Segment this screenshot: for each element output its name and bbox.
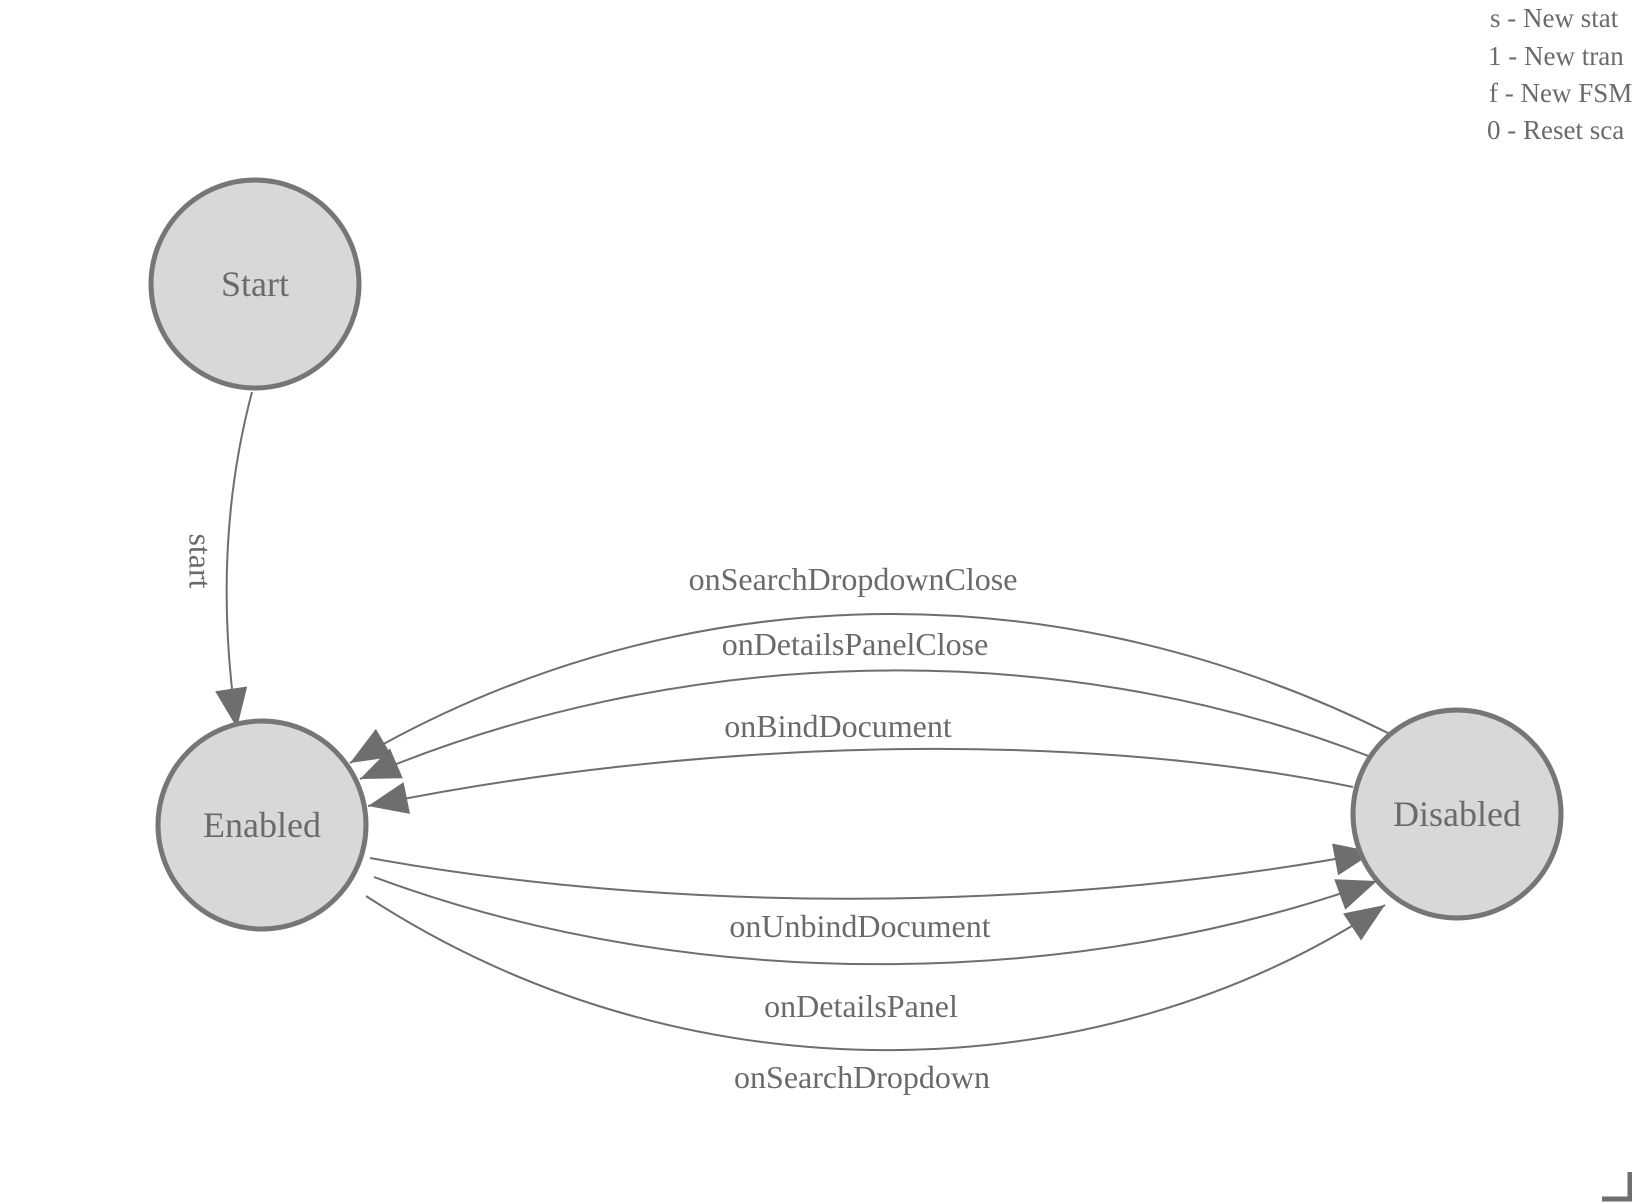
legend-line-reset-scale: 0 - Reset sca (1487, 115, 1624, 145)
transition-edge-onSearchDropdown[interactable] (365, 895, 1386, 1052)
state-label-start: Start (221, 264, 289, 304)
state-circle-start[interactable] (148, 177, 362, 391)
transition-label-onBindDocument: onBindDocument (724, 708, 952, 744)
state-circle-disabled[interactable] (1350, 707, 1564, 921)
state-node-start[interactable]: Start (148, 177, 362, 391)
transition-label-onSearchDropdownClose: onSearchDropdownClose (689, 561, 1018, 597)
transition-edge-onDetailsPanelClose[interactable] (359, 669, 1372, 780)
legend-line-new-state: s - New stat (1490, 3, 1619, 33)
legend-line-new-transition: 1 - New tran (1488, 41, 1624, 71)
state-label-enabled: Enabled (203, 805, 321, 845)
transition-label-onDetailsPanel: onDetailsPanel (764, 988, 958, 1024)
transition-edge-start[interactable] (215, 391, 253, 729)
transition-edge-onUnbindDocument[interactable] (369, 843, 1375, 900)
transition-label-start: start (183, 533, 219, 588)
transition-label-onSearchDropdown: onSearchDropdown (734, 1059, 990, 1095)
legend: s - New stat 1 - New tran f - New FSM 0 … (1487, 3, 1632, 145)
transition-edge-onSearchDropdownClose[interactable] (349, 613, 1391, 764)
transition-edge-onBindDocument[interactable] (367, 747, 1354, 814)
transition-label-onDetailsPanelClose: onDetailsPanelClose (722, 626, 989, 662)
legend-line-new-fsm: f - New FSM (1489, 78, 1632, 108)
transition-edge-onDetailsPanel[interactable] (373, 876, 1378, 966)
state-node-disabled[interactable]: Disabled (1350, 707, 1564, 921)
state-label-disabled: Disabled (1393, 794, 1521, 834)
state-circle-enabled[interactable] (155, 718, 369, 932)
state-node-enabled[interactable]: Enabled (155, 718, 369, 932)
canvas-corner-bracket (1602, 1172, 1632, 1202)
transition-label-onUnbindDocument: onUnbindDocument (729, 908, 990, 944)
